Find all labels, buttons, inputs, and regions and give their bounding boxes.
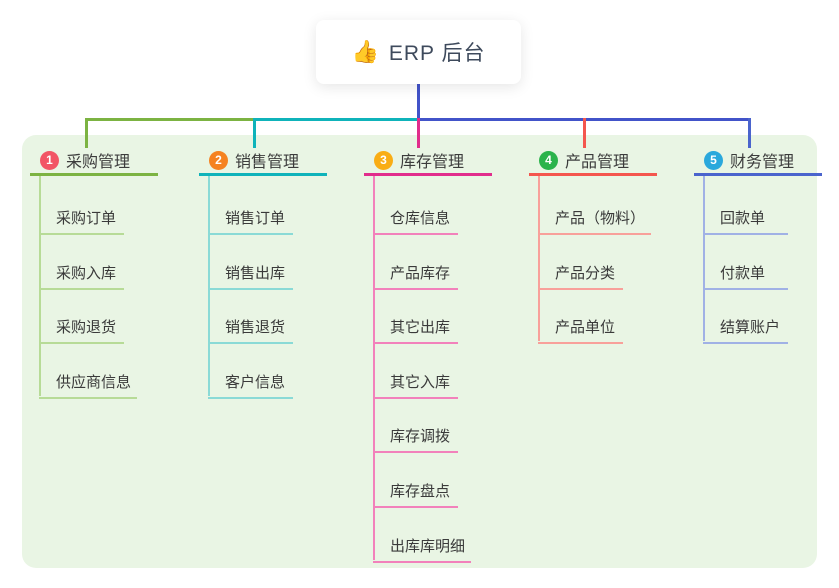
child-node[interactable]: 其它出库 xyxy=(373,311,458,344)
child-node[interactable]: 供应商信息 xyxy=(39,366,138,399)
child-node[interactable]: 产品单位 xyxy=(538,311,623,344)
branch-number-badge: 4 xyxy=(539,150,558,170)
branch-label: 采购管理 xyxy=(66,154,131,171)
child-node[interactable]: 出库库明细 xyxy=(373,530,472,563)
child-connector-line xyxy=(703,176,705,341)
child-node[interactable]: 销售出库 xyxy=(208,257,293,290)
branch-node-3[interactable]: 3 库存管理 xyxy=(364,147,492,176)
child-node[interactable]: 库存盘点 xyxy=(373,475,458,508)
child-node[interactable]: 产品库存 xyxy=(373,257,458,290)
branch-drop-line xyxy=(85,118,88,148)
child-connector-line xyxy=(208,176,210,396)
branch-number-badge: 5 xyxy=(704,150,723,170)
child-node[interactable]: 产品（物料） xyxy=(538,202,652,235)
child-node[interactable]: 采购入库 xyxy=(39,257,124,290)
child-node[interactable]: 付款单 xyxy=(703,257,788,290)
child-node[interactable]: 采购退货 xyxy=(39,311,124,344)
child-connector-line xyxy=(39,176,41,396)
branch-node-1[interactable]: 1 采购管理 xyxy=(30,147,158,176)
branch-drop-line xyxy=(583,118,586,148)
branch-number-badge: 3 xyxy=(374,150,393,170)
child-node[interactable]: 其它入库 xyxy=(373,366,458,399)
branch-node-2[interactable]: 2 销售管理 xyxy=(199,147,327,176)
root-stem-line xyxy=(417,83,420,121)
child-node[interactable]: 回款单 xyxy=(703,202,788,235)
branch-drop-line xyxy=(748,118,751,148)
root-title: ERP 后台 xyxy=(388,42,486,65)
branch-label: 库存管理 xyxy=(400,154,465,171)
root-node[interactable]: 👍 ERP 后台 xyxy=(316,20,521,84)
branch-number-badge: 2 xyxy=(209,150,228,170)
child-node[interactable]: 销售退货 xyxy=(208,311,293,344)
branch-label: 财务管理 xyxy=(730,154,795,171)
child-node[interactable]: 产品分类 xyxy=(538,257,623,290)
child-connector-line xyxy=(373,176,375,560)
child-node[interactable]: 仓库信息 xyxy=(373,202,458,235)
branch-label: 销售管理 xyxy=(235,154,300,171)
child-node[interactable]: 采购订单 xyxy=(39,202,124,235)
branch-node-5[interactable]: 5 财务管理 xyxy=(694,147,822,176)
child-node[interactable]: 库存调拨 xyxy=(373,420,458,453)
thumbs-up-icon: 👍 xyxy=(351,39,380,64)
branch-label: 产品管理 xyxy=(565,154,630,171)
branch-drop-line xyxy=(417,118,420,148)
branch-drop-line xyxy=(253,118,256,148)
child-connector-line xyxy=(538,176,540,341)
child-node[interactable]: 销售订单 xyxy=(208,202,293,235)
mindmap-panel xyxy=(22,135,817,568)
bus-segment-left xyxy=(85,118,253,121)
child-node[interactable]: 结算账户 xyxy=(703,311,788,344)
child-node[interactable]: 客户信息 xyxy=(208,366,293,399)
bus-segment-middle xyxy=(253,118,418,121)
branch-number-badge: 1 xyxy=(40,150,59,170)
branch-node-4[interactable]: 4 产品管理 xyxy=(529,147,657,176)
